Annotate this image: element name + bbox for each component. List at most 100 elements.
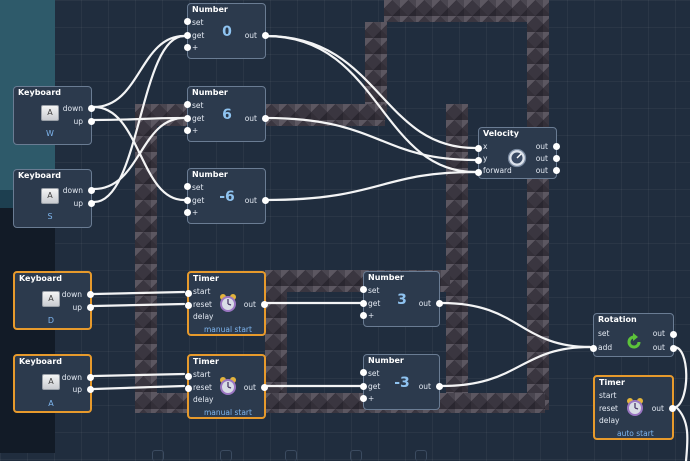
number-value: 0 [222, 24, 232, 40]
port-label: down [61, 290, 82, 299]
input-port[interactable] [184, 183, 191, 190]
output-port[interactable] [670, 345, 677, 352]
output-port[interactable] [87, 374, 94, 381]
input-port[interactable] [185, 302, 192, 309]
number-node-6[interactable]: Number set get + 6 out [184, 86, 269, 142]
output-port[interactable] [87, 386, 94, 393]
output-port[interactable] [669, 405, 676, 412]
input-port[interactable] [184, 209, 191, 216]
bottom-toolbar [140, 450, 480, 461]
number-value: 6 [222, 107, 232, 123]
input-port[interactable] [184, 18, 191, 25]
input-port[interactable] [360, 383, 367, 390]
keyboard-node-d[interactable]: Keyboard A D down up [13, 271, 94, 330]
port-label: + [368, 311, 375, 320]
rotation-node[interactable]: Rotation set add out out [590, 313, 677, 357]
port-label: out [243, 383, 256, 392]
input-port[interactable] [475, 157, 482, 164]
timer-node-3[interactable]: Timer start reset delay out auto start [593, 375, 676, 440]
number-node-minus-6[interactable]: Number set get + -6 out [184, 168, 269, 224]
input-port[interactable] [185, 385, 192, 392]
output-port[interactable] [262, 115, 269, 122]
velocity-node[interactable]: Velocity x y forward out out out [475, 127, 560, 179]
input-port[interactable] [475, 145, 482, 152]
port-label: set [192, 183, 204, 192]
number-node-minus-3[interactable]: Number set get + -3 out [360, 354, 443, 410]
output-port[interactable] [87, 291, 94, 298]
output-port[interactable] [262, 32, 269, 39]
port-label: out [652, 329, 665, 338]
output-port[interactable] [553, 167, 560, 174]
output-port[interactable] [262, 197, 269, 204]
toolbar-tool-icon[interactable] [285, 450, 297, 461]
keyboard-key-icon: A [42, 291, 60, 307]
output-port[interactable] [436, 300, 443, 307]
port-label: out [535, 166, 548, 175]
output-port[interactable] [261, 384, 268, 391]
port-label: up [72, 303, 82, 312]
node-title: Velocity [483, 129, 519, 138]
output-port[interactable] [670, 331, 677, 338]
input-port[interactable] [360, 286, 367, 293]
port-label: set [192, 101, 204, 110]
output-port[interactable] [553, 143, 560, 150]
wire [440, 301, 592, 349]
node-title: Number [192, 5, 228, 14]
input-port[interactable] [590, 345, 597, 352]
input-port[interactable] [185, 290, 192, 297]
input-port[interactable] [184, 44, 191, 51]
input-port[interactable] [185, 373, 192, 380]
node-title: Number [368, 356, 404, 365]
wire [92, 116, 186, 191]
timer-node-2[interactable]: Timer start reset delay out manual start [185, 354, 268, 419]
node-title: Keyboard [19, 357, 62, 366]
port-label: start [193, 287, 211, 296]
keyboard-node-w[interactable]: Keyboard A W down up [13, 86, 95, 145]
output-port[interactable] [87, 304, 94, 311]
timer-node-1[interactable]: Timer start reset delay out manual start [185, 271, 268, 336]
input-port[interactable] [184, 197, 191, 204]
wire [264, 170, 477, 202]
node-title: Keyboard [18, 171, 61, 180]
input-port[interactable] [184, 32, 191, 39]
number-node-3[interactable]: Number set get + 3 out [360, 271, 443, 327]
wall-segment [135, 104, 157, 412]
toolbar-tool-icon[interactable] [415, 450, 427, 461]
output-port[interactable] [553, 155, 560, 162]
number-value: -6 [219, 189, 235, 205]
output-port[interactable] [436, 383, 443, 390]
output-port[interactable] [261, 301, 268, 308]
toolbar-tool-icon[interactable] [220, 450, 232, 461]
wall-segment [527, 0, 549, 410]
port-label: up [72, 385, 82, 394]
wire [92, 372, 186, 378]
keyboard-key-icon: A [42, 374, 60, 390]
port-label: set [368, 286, 380, 295]
input-port[interactable] [475, 169, 482, 176]
input-port[interactable] [360, 312, 367, 319]
port-label: up [73, 199, 83, 208]
output-port[interactable] [88, 105, 95, 112]
number-node-0[interactable]: Number set get + 0 out [184, 3, 269, 59]
output-port[interactable] [88, 200, 95, 207]
input-port[interactable] [360, 369, 367, 376]
keyboard-node-a[interactable]: Keyboard A A down up [13, 354, 94, 413]
input-port[interactable] [184, 115, 191, 122]
input-port[interactable] [360, 395, 367, 402]
node-title: Keyboard [18, 88, 61, 97]
wire [264, 34, 477, 174]
output-port[interactable] [88, 118, 95, 125]
number-value: 3 [397, 292, 407, 308]
output-port[interactable] [88, 187, 95, 194]
input-port[interactable] [360, 300, 367, 307]
toolbar-tool-icon[interactable] [152, 450, 164, 461]
port-label: get [192, 31, 205, 40]
node-title: Timer [193, 357, 219, 366]
keyboard-node-s[interactable]: Keyboard A S down up [13, 169, 95, 228]
toolbar-tool-icon[interactable] [350, 450, 362, 461]
port-label: delay [193, 395, 214, 404]
input-port[interactable] [184, 127, 191, 134]
wire [92, 384, 186, 391]
input-port[interactable] [184, 101, 191, 108]
